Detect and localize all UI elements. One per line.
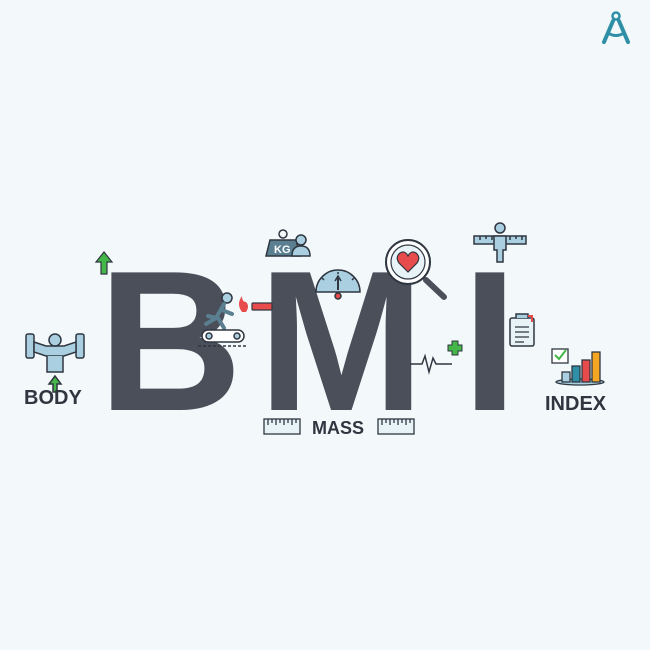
person-ruler-icon: [473, 222, 527, 263]
minus-icon: [251, 302, 273, 311]
plus-icon: [447, 340, 463, 356]
treadmill-runner-icon: [198, 292, 248, 347]
kg-weight-icon: KG: [265, 229, 301, 257]
scale-gauge-icon: [315, 269, 361, 300]
clipboard-icon: [509, 313, 535, 347]
label-body: BODY: [24, 387, 82, 409]
bodybuilder-icon: [25, 333, 85, 393]
user-icon: [291, 234, 311, 257]
label-mass: MASS: [312, 418, 364, 438]
ruler-icon: [377, 418, 415, 435]
heartbeat-line-icon: [410, 353, 452, 375]
letter-i: I: [462, 230, 518, 453]
ruler-icon: [263, 418, 301, 435]
flame-icon: [239, 296, 248, 312]
compass-logo-icon: [602, 11, 630, 44]
kg-label: KG: [274, 244, 291, 256]
label-index: INDEX: [545, 393, 607, 415]
heart-magnifier-icon: [385, 239, 447, 300]
green-arrow-up-icon: [94, 251, 114, 275]
bar-chart-check-icon: [551, 348, 605, 386]
